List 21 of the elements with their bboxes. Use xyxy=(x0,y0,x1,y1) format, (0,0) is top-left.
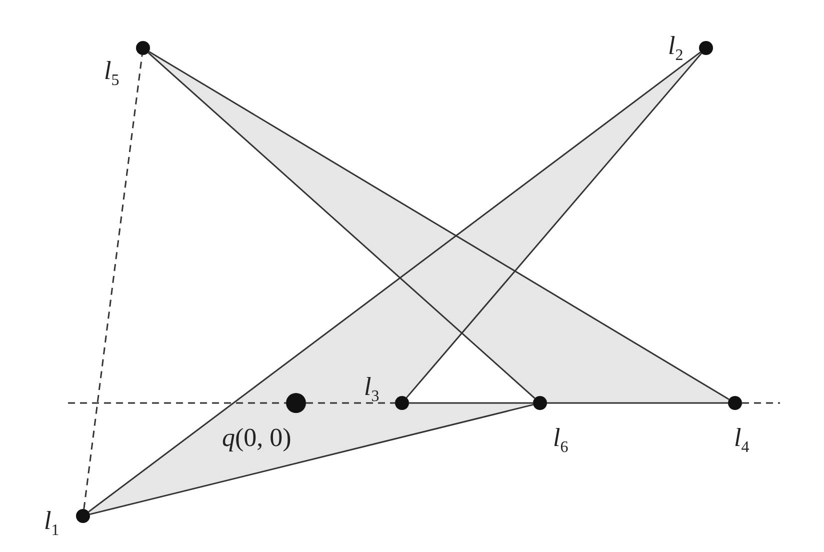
point-label: l$_{1}$ xyxy=(44,508,60,540)
dashed-line xyxy=(83,54,143,510)
point-label: l$_{6}$ xyxy=(553,425,568,456)
point-label: l$_{5}$ xyxy=(104,58,120,90)
dashed-line xyxy=(306,402,395,404)
line-segment xyxy=(406,52,702,398)
line-segment xyxy=(148,50,730,400)
point-label: l$_{4}$ xyxy=(734,425,750,456)
point-label: q(0, 0) xyxy=(222,425,292,451)
point-label: l$_{3}$ xyxy=(364,374,380,406)
point-label: l$_{2}$ xyxy=(668,33,684,64)
line-segment xyxy=(88,52,701,512)
line-segment xyxy=(90,404,534,516)
point-dot xyxy=(728,396,742,410)
line-segment xyxy=(148,52,536,399)
point-dot xyxy=(136,41,150,55)
line-segment xyxy=(547,402,728,404)
point-dot xyxy=(76,509,90,523)
point-dot xyxy=(533,396,547,410)
point-dot xyxy=(699,41,713,55)
line-segment xyxy=(409,402,533,404)
